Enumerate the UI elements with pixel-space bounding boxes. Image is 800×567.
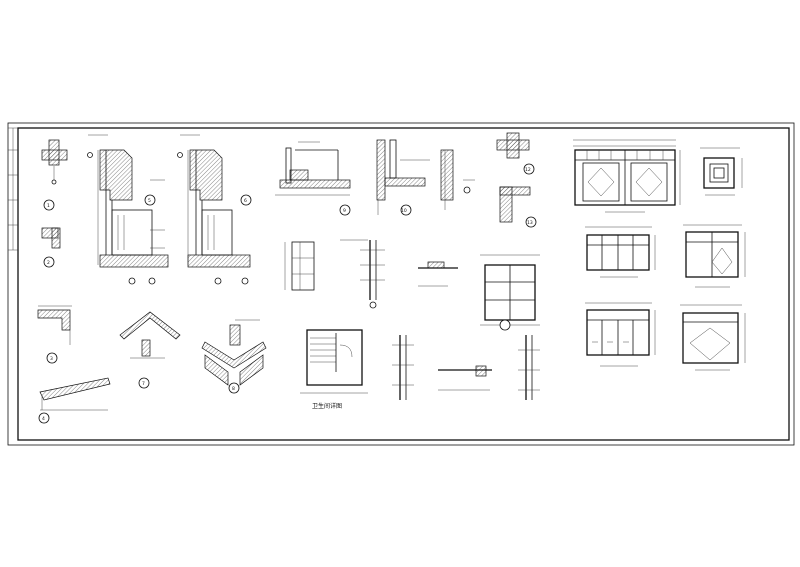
svg-text:5: 5 <box>148 198 151 204</box>
svg-text:10: 10 <box>401 208 407 214</box>
svg-text:4: 4 <box>42 416 45 422</box>
window-elevation-c2 <box>585 302 656 367</box>
svg-text:2: 2 <box>47 260 50 266</box>
post-detail-11 <box>440 149 475 210</box>
railing-elevation-a <box>360 240 385 309</box>
annotation-leaders <box>88 134 430 321</box>
wall-section-5: 5 <box>87 149 169 285</box>
detail-gutter-4: 4 <box>38 377 111 424</box>
cross-detail-12: 12 <box>496 132 535 175</box>
svg-text:9: 9 <box>343 208 346 214</box>
railing-elevation-c <box>518 335 540 400</box>
svg-text:1: 1 <box>47 203 50 209</box>
title-block-strip <box>8 128 18 251</box>
door-elevation-large <box>573 139 681 213</box>
window-detail-square <box>700 147 743 196</box>
detail-wall-2: 2 <box>41 227 61 268</box>
stair-plan: 卫生间详图 <box>300 329 368 410</box>
handrail-section <box>438 365 492 391</box>
svg-text:6: 6 <box>244 198 247 204</box>
window-plan-small <box>284 241 315 291</box>
railing-elevation-b <box>392 335 414 400</box>
balcony-detail-9: 9 <box>275 147 351 216</box>
svg-text:12: 12 <box>525 167 531 173</box>
door-elevation-m1 <box>683 224 746 288</box>
detail-cross-1: 1 <box>41 139 68 211</box>
svg-text:8: 8 <box>232 386 235 392</box>
svg-text:7: 7 <box>142 381 145 387</box>
wall-section-6: 6 <box>177 149 252 285</box>
detail-eave-3: 3 <box>37 305 72 364</box>
roof-ridge-7: 7 <box>119 311 181 389</box>
roof-valley-8: 8 <box>201 324 267 394</box>
svg-text:3: 3 <box>50 356 53 362</box>
svg-text:13: 13 <box>527 220 533 226</box>
wall-detail-13: 13 <box>499 186 537 228</box>
stair-plan-title: 卫生间详图 <box>312 402 342 410</box>
window-elevation-c1 <box>585 226 656 278</box>
door-elevation-m2 <box>680 304 746 371</box>
balcony-detail-10: 10 <box>376 139 426 216</box>
beam-detail <box>418 261 458 287</box>
grille-elevation <box>480 254 540 331</box>
